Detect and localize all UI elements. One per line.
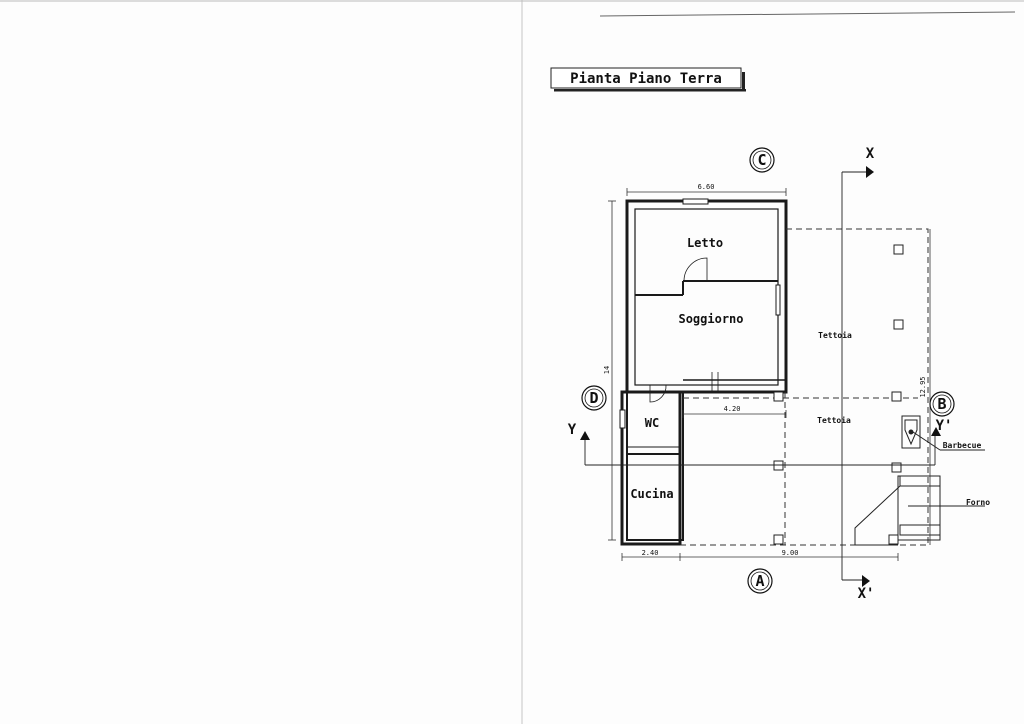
marker-c-letter: C	[757, 151, 766, 169]
section-lines	[584, 171, 936, 581]
view-marker-d: D	[581, 385, 607, 411]
dimension-right-height: 12.95	[919, 376, 927, 397]
section-y-end-label: Y'	[936, 418, 953, 434]
section-y-arrow-left	[580, 431, 590, 440]
dimension-bottom-total: 9.00	[782, 549, 799, 557]
dimension-top-width: 6.60	[698, 183, 715, 191]
tettoia-upper-label: Tettoia	[818, 330, 852, 340]
section-x-start-label: X	[866, 146, 875, 162]
view-marker-c: C	[749, 147, 775, 173]
section-x-end-label: X'	[858, 586, 875, 602]
header-line	[599, 11, 1016, 17]
plan-title: Pianta Piano Terra	[570, 71, 722, 87]
dimension-lines	[608, 188, 931, 561]
view-marker-a: A	[747, 568, 773, 594]
section-x-arrow-top	[866, 166, 874, 178]
dimension-height: 14	[603, 366, 611, 374]
dimension-inner-width: 4.20	[724, 405, 741, 413]
marker-b-letter: B	[937, 395, 946, 413]
room-letto-label: Letto	[687, 236, 723, 250]
forno-label: Forno	[966, 498, 990, 507]
marker-a-letter: A	[755, 572, 764, 590]
room-cucina-label: Cucina	[630, 487, 673, 501]
section-y-start-label: Y	[568, 422, 577, 438]
room-soggiorno-label: Soggiorno	[678, 312, 743, 326]
barbecue-label: Barbecue	[943, 441, 982, 450]
forno-unit	[854, 475, 985, 546]
dimension-bottom-left: 2.40	[642, 549, 659, 557]
pillars	[773, 244, 904, 545]
tettoia-lower-label: Tettoia	[817, 415, 851, 425]
building-walls	[620, 199, 788, 546]
section-x-arrow-bottom	[862, 575, 870, 587]
marker-d-letter: D	[589, 389, 598, 407]
view-marker-b: B	[929, 391, 955, 417]
room-wc-label: WC	[645, 416, 659, 430]
section-y-arrow-right	[931, 427, 941, 436]
tettoia-outline	[680, 228, 929, 546]
title-box: Pianta Piano Terra	[550, 67, 746, 92]
openings	[619, 198, 781, 429]
barbecue-unit	[901, 415, 985, 451]
